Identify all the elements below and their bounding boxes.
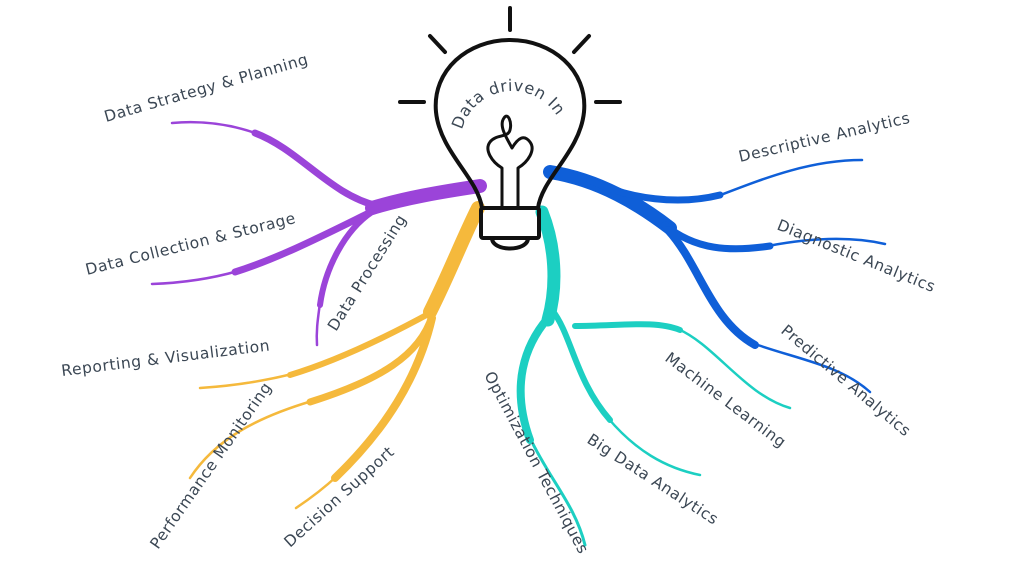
label-performance-monitoring: Performance Monitoring xyxy=(147,379,276,553)
label-reporting: Reporting & Visualization xyxy=(60,336,271,379)
purple-branch-collection-tip xyxy=(150,269,240,286)
teal-branch-bigdata-tip xyxy=(606,416,702,477)
lightbulb-icon xyxy=(398,6,622,251)
blue-branch-predictive xyxy=(664,226,759,349)
blue-branch xyxy=(543,158,887,394)
label-data-collection: Data Collection & Storage xyxy=(84,209,298,279)
purple-branch-processing-tip xyxy=(315,301,322,347)
blue-branch-diagnostic-tip xyxy=(766,237,887,248)
teal-branch-optimization-tip xyxy=(528,436,587,547)
bulb-base xyxy=(479,206,541,240)
teal-branch-optimization xyxy=(516,314,552,444)
purple-branch-strategy xyxy=(251,129,382,210)
blue-branch-descriptive-tip xyxy=(716,158,864,198)
yellow-branch-decision-tip xyxy=(294,474,339,510)
blue-branch-descriptive xyxy=(586,176,724,204)
teal-branch xyxy=(516,205,792,547)
label-big-data: Big Data Analytics xyxy=(584,430,722,528)
yellow-branch xyxy=(188,201,485,510)
teal-trunk xyxy=(535,205,561,327)
purple-branch-strategy-tip xyxy=(170,120,260,136)
yellow-branch-monitoring-tip xyxy=(188,399,314,480)
purple-branch-collection xyxy=(231,206,379,276)
bulb-filament xyxy=(486,114,534,210)
yellow-branch-reporting xyxy=(287,309,435,378)
purple-trunk xyxy=(365,179,487,215)
label-optimization: Optimization Techniques xyxy=(480,368,592,557)
bulb-glass xyxy=(433,38,587,210)
label-diagnostic: Diagnostic Analytics xyxy=(775,216,939,296)
teal-branch-bigdata xyxy=(549,307,613,423)
bulb-tip xyxy=(490,236,530,251)
teal-branch-ml-tip xyxy=(676,327,792,410)
blue-branch-predictive-tip xyxy=(750,341,872,394)
label-descriptive: Descriptive Analytics xyxy=(737,109,912,166)
bulb-ray-top-right xyxy=(572,34,591,54)
yellow-branch-decision xyxy=(331,314,436,482)
purple-branch-processing xyxy=(317,209,375,308)
yellow-trunk xyxy=(423,201,485,319)
bulb-ray-top-left xyxy=(428,34,447,54)
teal-branch-ml xyxy=(572,321,683,333)
label-decision-support: Decision Support xyxy=(281,443,398,551)
label-data-strategy: Data Strategy & Planning xyxy=(102,50,310,126)
label-predictive: Predictive Analytics xyxy=(777,321,914,440)
yellow-branch-reporting-tip xyxy=(198,372,294,390)
purple-branch xyxy=(150,120,487,347)
